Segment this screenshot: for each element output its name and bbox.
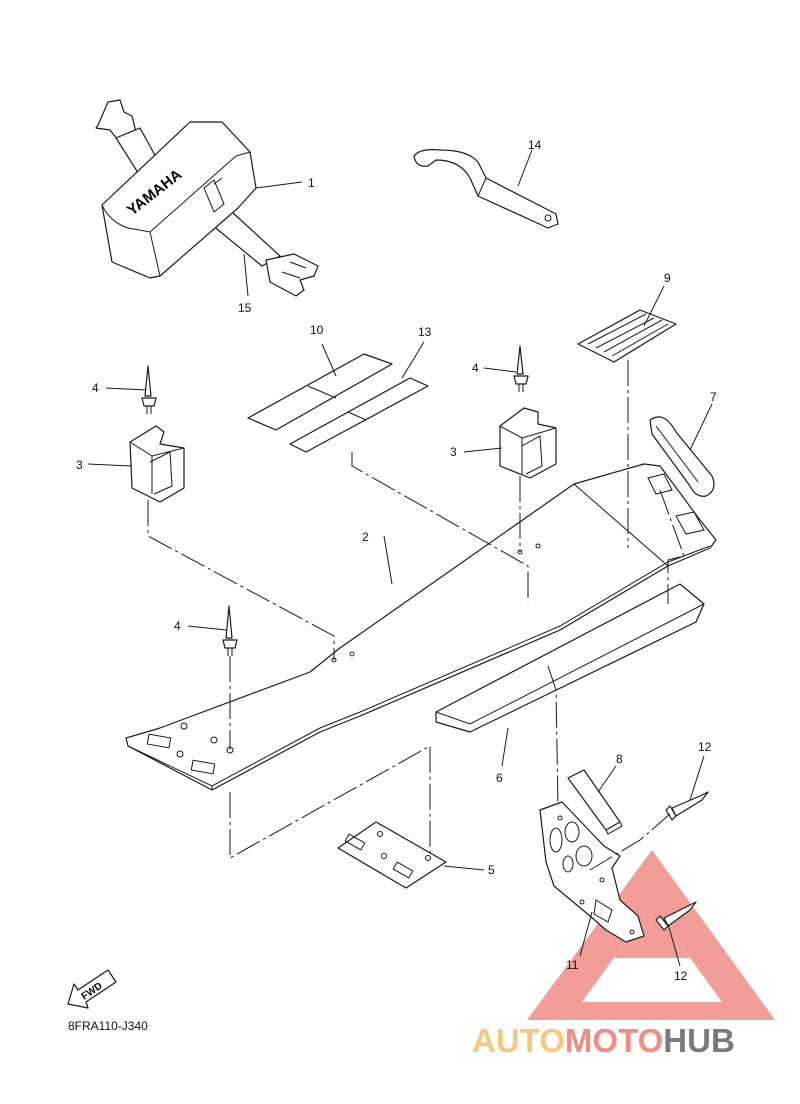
watermark-auto: AUTO — [472, 1022, 565, 1059]
part-13-label — [289, 377, 429, 453]
callout-3-right: 3 — [450, 445, 457, 459]
watermark-triangle — [527, 850, 775, 1020]
watermark-moto: MOTO — [565, 1022, 663, 1059]
callout-9: 9 — [664, 271, 671, 285]
part-8-block — [567, 769, 623, 835]
assembly-lines — [147, 360, 685, 871]
part-11-holder-plate — [539, 801, 645, 943]
part-4-rivet-b — [513, 345, 529, 392]
callout-2: 2 — [362, 530, 369, 544]
callout-3-left: 3 — [76, 458, 83, 472]
part-12-pin-lower — [655, 901, 697, 931]
part-7-retainer-strap — [649, 416, 715, 497]
callout-11: 11 — [566, 958, 579, 972]
callout-10: 10 — [310, 323, 324, 337]
leader-lines — [87, 149, 713, 967]
callout-4-lower: 4 — [174, 619, 181, 633]
diagram-code: 8FRA110-J340 — [68, 1019, 148, 1033]
callout-1: 1 — [308, 176, 315, 190]
part-3-bracket-right — [499, 407, 557, 479]
callout-7: 7 — [710, 390, 717, 404]
part-9-grip-pad — [577, 309, 677, 363]
fwd-arrow-icon: FWD — [67, 969, 117, 1009]
callout-13: 13 — [418, 325, 432, 339]
part-5-plate — [337, 821, 447, 889]
callout-14: 14 — [528, 138, 542, 152]
callout-6: 6 — [496, 771, 503, 785]
callout-8: 8 — [616, 752, 623, 766]
callout-4-right: 4 — [472, 361, 479, 375]
part-3-bracket-left — [129, 425, 185, 503]
watermark-text: AUTOMOTOHUB — [472, 1022, 735, 1059]
part-4-rivet-c — [222, 605, 238, 656]
callout-4-left: 4 — [92, 381, 99, 395]
callout-12-upper: 12 — [698, 740, 712, 754]
part-4-rivet-a — [141, 365, 157, 414]
callout-15: 15 — [238, 301, 252, 315]
part-12-pin-upper — [665, 791, 709, 821]
callout-5: 5 — [488, 863, 495, 877]
callout-labels: 1 2 3 3 4 4 4 5 6 7 8 9 10 11 12 12 13 1… — [76, 138, 717, 983]
part-6-foam-pad — [435, 583, 705, 733]
part-14-spanner-wrench — [413, 149, 559, 229]
part-1-storage-bag: YAMAHA — [95, 99, 319, 297]
callout-12-lower: 12 — [674, 969, 688, 983]
watermark-hub: HUB — [663, 1022, 735, 1059]
part-10-label — [247, 353, 393, 431]
